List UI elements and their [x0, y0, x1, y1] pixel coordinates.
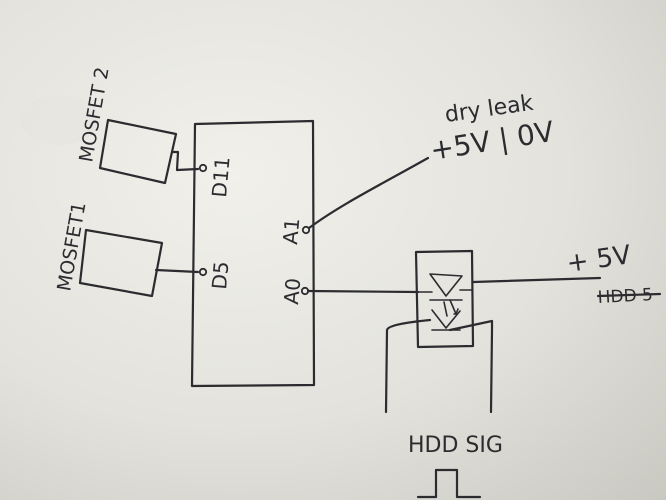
mosfet1-box [78, 228, 164, 298]
pin-d5 [198, 267, 208, 277]
a1-wire [307, 156, 430, 230]
microcontroller-board [190, 119, 316, 388]
paper-smudge [20, 95, 100, 145]
hdd-strike-line [596, 292, 662, 298]
hdd-sig-label: HDD SIG [408, 433, 503, 458]
hdd-sig-wire-right [448, 319, 494, 414]
a0-wire [306, 289, 420, 294]
plus5v-wire [471, 276, 602, 284]
pin-d11 [198, 163, 208, 173]
mosfet1-wire [154, 268, 200, 274]
optocoupler-arrows [443, 299, 459, 317]
mosfet2-wire [170, 150, 200, 172]
pin-a1 [301, 225, 311, 235]
hdd-struck-label: HDD 5 [597, 285, 653, 308]
pin-a1-label: A1 [278, 217, 304, 245]
pin-a0-label: A0 [279, 277, 305, 305]
optocoupler-led [431, 309, 461, 331]
optocoupler-internal-link [417, 289, 473, 293]
plus5v-label: + 5V [565, 240, 633, 279]
mosfet2-box [98, 118, 178, 185]
optocoupler-box [414, 249, 475, 349]
hdd-sig-pulse-icon [416, 468, 482, 499]
pin-d5-label: D5 [207, 260, 233, 290]
optocoupler-diode [429, 273, 463, 301]
hdd-sig-wire-left [384, 318, 432, 414]
pin-d11-label: D11 [207, 156, 234, 199]
